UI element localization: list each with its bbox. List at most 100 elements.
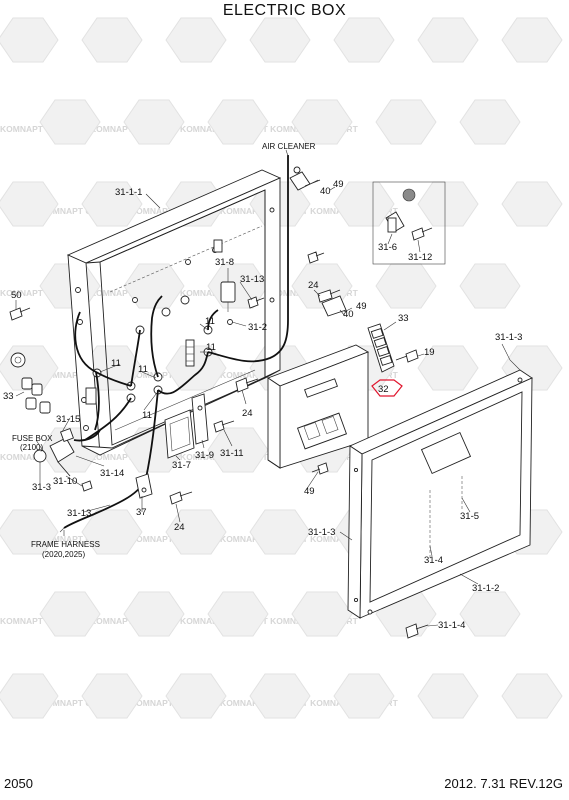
screw-head — [213, 420, 225, 433]
bolt-head — [317, 289, 333, 303]
internal-harness — [59, 155, 289, 533]
harness-wire — [145, 389, 159, 479]
watermark-hexagon — [165, 509, 227, 555]
grommet — [180, 295, 190, 305]
harness-wire — [150, 295, 163, 378]
clamp-body — [135, 473, 153, 499]
part-label: 31-2 — [248, 322, 267, 333]
part-label: 31-9 — [195, 450, 214, 461]
watermark-hexagon — [501, 673, 563, 719]
inset-screw — [411, 227, 425, 241]
watermark-hexagon — [81, 17, 143, 63]
part-label: 11 — [142, 410, 152, 421]
leader — [201, 439, 205, 449]
watermark-hexagon — [165, 17, 227, 63]
cover-hole — [353, 597, 359, 603]
part-label: 31-13 — [67, 508, 91, 519]
leader — [339, 531, 353, 541]
bolt-50 — [9, 307, 31, 321]
part-label: 31-14 — [100, 468, 124, 479]
housing-hole — [132, 297, 138, 303]
part-label: 19 — [424, 347, 435, 358]
bolt-24-bottom — [169, 491, 193, 505]
watermark-hexagon — [207, 99, 269, 145]
plate-31-7 — [164, 409, 195, 459]
leader — [501, 343, 521, 371]
cover-side-edge — [347, 445, 363, 619]
watermark-hexagon — [249, 509, 311, 555]
connector-pin-block — [303, 421, 321, 441]
connector-pin-block — [321, 415, 339, 435]
air-cleaner-cable — [207, 155, 289, 363]
part-label: 40 — [320, 186, 331, 197]
relay-31-8 — [220, 281, 236, 325]
fuse — [39, 401, 51, 414]
bolt-group-mid — [317, 289, 347, 317]
bolt-31-13-top — [247, 296, 265, 309]
bolt-head — [81, 480, 93, 492]
inset-bracket-face — [387, 217, 397, 233]
leader-lines — [15, 149, 521, 627]
part-label: 31-11 — [220, 448, 244, 459]
part-label: 31-4 — [424, 555, 443, 566]
small-component — [213, 239, 223, 253]
controller-label — [304, 378, 338, 398]
clamp-hole — [141, 487, 147, 493]
watermark-hexagon — [501, 181, 563, 227]
housing-hole — [83, 425, 89, 431]
relay-cell — [379, 355, 393, 366]
part-label: 49 — [333, 179, 344, 190]
watermark-hexagon — [39, 99, 101, 145]
screw-31-11 — [213, 420, 235, 433]
leader — [305, 471, 319, 491]
part-label: 31-3 — [32, 482, 51, 493]
watermark-hexagon — [333, 17, 395, 63]
label-frame-harness: FRAME HARNESS — [31, 540, 100, 549]
leader — [141, 371, 157, 379]
part-label: 31-7 — [172, 460, 191, 471]
screw-shank — [415, 624, 429, 630]
plate-body — [164, 409, 195, 459]
inset-frame — [372, 181, 446, 265]
leader — [61, 417, 71, 433]
leader — [241, 389, 247, 405]
watermark-hexagon — [249, 673, 311, 719]
part-label: 31-1-1 — [115, 187, 142, 198]
leader — [199, 323, 209, 331]
leader — [339, 309, 346, 317]
part-label: 40 — [343, 309, 354, 320]
part-label: 31-10 — [53, 476, 77, 487]
screw-shank — [221, 420, 235, 426]
cover-hole — [517, 377, 523, 383]
leader — [175, 455, 181, 461]
screw-31-1-4 — [405, 623, 429, 639]
part-label: 31-8 — [215, 257, 234, 268]
watermark-hexagon — [0, 17, 59, 63]
watermark-hexagon — [123, 263, 185, 309]
bolt-head — [405, 349, 419, 363]
harness-wire — [157, 351, 209, 395]
watermark-hexagon — [123, 591, 185, 637]
highlight-32 — [371, 379, 403, 397]
clamp-37 — [135, 473, 153, 499]
harness-wire — [94, 371, 100, 431]
bolt-49-bottom — [311, 462, 329, 475]
watermark-hexagon — [0, 673, 59, 719]
relay-body — [220, 281, 236, 303]
relay-terminal — [227, 319, 233, 325]
leader — [223, 429, 233, 447]
bolt-head — [247, 296, 259, 309]
part-label: 31-12 — [408, 252, 432, 263]
watermark-hexagon — [417, 345, 479, 391]
part-label: 11 — [206, 342, 216, 353]
housing-hole — [75, 287, 81, 293]
leader — [429, 545, 433, 557]
watermark-hexagon — [333, 181, 395, 227]
watermark-hexagon — [459, 591, 521, 637]
bolt-head — [9, 307, 23, 321]
cover-hole — [367, 609, 373, 615]
watermark-hexagon — [417, 673, 479, 719]
fuse-cap — [10, 352, 26, 368]
